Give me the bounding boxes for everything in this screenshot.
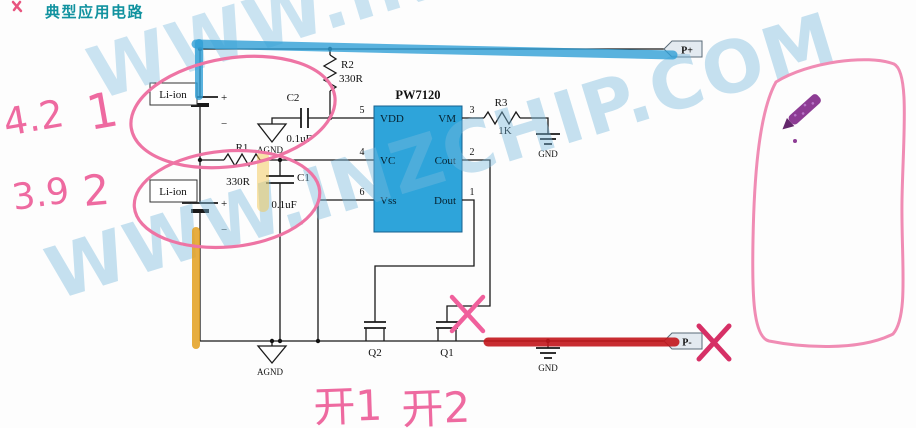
- pin-number-6: 6: [360, 187, 365, 198]
- annotation-bottom-label-1: 开1: [313, 381, 383, 428]
- ic-pin-vdd: VDD: [380, 113, 404, 125]
- circuit-diagram: Li-ion Li-ion + − + − R1 330R C1 0.1uF: [149, 40, 703, 377]
- c1-value: 0.1uF: [271, 199, 296, 211]
- pin-number-1: 1: [470, 187, 475, 198]
- c1-ref: C1: [297, 172, 310, 184]
- r1-ref: R1: [236, 142, 249, 154]
- ic-pin-dout: Dout: [434, 195, 456, 207]
- pen-dot: [793, 139, 797, 143]
- r2-value: 330R: [339, 73, 364, 85]
- battery2-label: Li-ion: [159, 186, 187, 198]
- gnd-top-label: GND: [538, 149, 558, 159]
- r3-value: 1K: [498, 125, 512, 137]
- ic-pin-cout: Cout: [435, 155, 456, 167]
- agnd-bottom-label: AGND: [257, 367, 283, 377]
- ic-pin-vm: VM: [438, 113, 456, 125]
- annotation-voltage-2: 3.9: [10, 170, 72, 219]
- battery2-label-box: [149, 179, 198, 203]
- pin-number-5: 5: [360, 105, 365, 116]
- battery1-minus-sign: −: [221, 118, 227, 130]
- circle-around-battery1: [129, 54, 337, 170]
- x-mark-q1: [449, 294, 486, 334]
- ic-pin-vc: VC: [380, 155, 395, 167]
- battery1-label: Li-ion: [159, 89, 187, 101]
- p-minus-label: P-: [682, 338, 691, 349]
- r3-ref: R3: [495, 97, 508, 109]
- agnd-top-symbol: [256, 123, 288, 144]
- r2-ref: R2: [341, 59, 354, 71]
- annotation-bottom-label-2: 开2: [401, 383, 471, 428]
- hand-drawn-box-right: [751, 58, 906, 348]
- ic-body: [373, 105, 463, 233]
- resistor-r3: [483, 110, 521, 126]
- wire: [271, 117, 301, 124]
- battery2-plus-sign: +: [221, 198, 227, 210]
- battery2-minus-sign: −: [221, 224, 227, 236]
- r1-value: 330R: [226, 176, 251, 188]
- circle-around-battery2: [132, 148, 322, 250]
- page-title: 典型应用电路: [45, 4, 145, 21]
- marker-highlights: [191, 39, 680, 349]
- gnd-bottom-label: GND: [538, 363, 558, 373]
- resistor-r2: [322, 54, 338, 92]
- blue-highlight-top-rail: [191, 39, 678, 60]
- pen-icon: [782, 94, 821, 130]
- agnd-bottom-symbol: [256, 345, 288, 365]
- q1-ref: Q1: [440, 347, 453, 359]
- annotation-voltage-1: 4.2: [0, 91, 67, 145]
- resistor-r1: [223, 152, 261, 168]
- ic-title: PW7120: [395, 88, 440, 102]
- pin-number-2: 2: [470, 147, 475, 158]
- ic-pin-vss: Vss: [380, 195, 397, 207]
- wire: [374, 199, 475, 322]
- wire: [446, 159, 491, 322]
- x-mark-p-minus: [696, 323, 732, 362]
- pin-number-3: 3: [470, 105, 475, 116]
- c2-ref: C2: [287, 92, 300, 104]
- agnd-top-label: AGND: [257, 145, 283, 155]
- q2-ref: Q2: [368, 347, 381, 359]
- p-plus-label: P+: [681, 46, 693, 57]
- annotation-index-2: 2: [81, 165, 112, 216]
- battery1-plus-sign: +: [221, 92, 227, 104]
- corner-scribble: [11, 0, 23, 13]
- wire: [520, 117, 549, 134]
- pin-number-4: 4: [360, 147, 365, 158]
